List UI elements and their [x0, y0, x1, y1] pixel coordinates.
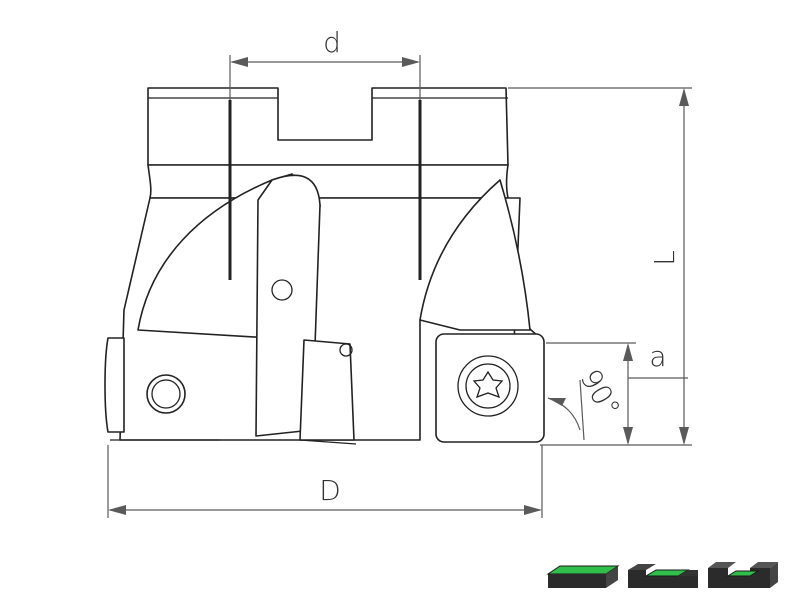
insert-left	[299, 339, 355, 441]
label-L: L	[648, 250, 681, 266]
screw-hole-small	[271, 279, 293, 301]
torx-icon	[472, 370, 504, 399]
insert-icons	[546, 562, 778, 588]
coolant-hole	[146, 374, 186, 414]
dimension-L: L	[508, 87, 692, 446]
bottom-edge	[110, 439, 357, 445]
label-D: D	[319, 474, 341, 507]
coolant-hole-inner	[151, 379, 181, 409]
shank-top	[147, 87, 509, 166]
dimension-D: D	[107, 445, 543, 518]
insert-type-flat-icon	[546, 565, 620, 588]
dimension-d: d	[229, 26, 421, 100]
label-angle: 90°	[574, 364, 627, 423]
insert-screw-outer	[457, 355, 519, 417]
chip-pocket-right	[419, 179, 531, 331]
cutter-body	[104, 87, 545, 445]
insert-left-pin	[339, 343, 353, 357]
body-flange	[104, 337, 125, 433]
insert-type-step-icon	[628, 564, 698, 588]
label-d: d	[323, 26, 341, 59]
label-a: a	[649, 340, 666, 373]
body-neck	[147, 164, 509, 199]
insert-screw-inner	[465, 363, 511, 409]
insert-type-slot-icon	[708, 562, 778, 588]
dimension-a: a	[546, 340, 688, 445]
insert-right	[435, 333, 545, 443]
dimension-angle: 90°	[547, 364, 627, 441]
